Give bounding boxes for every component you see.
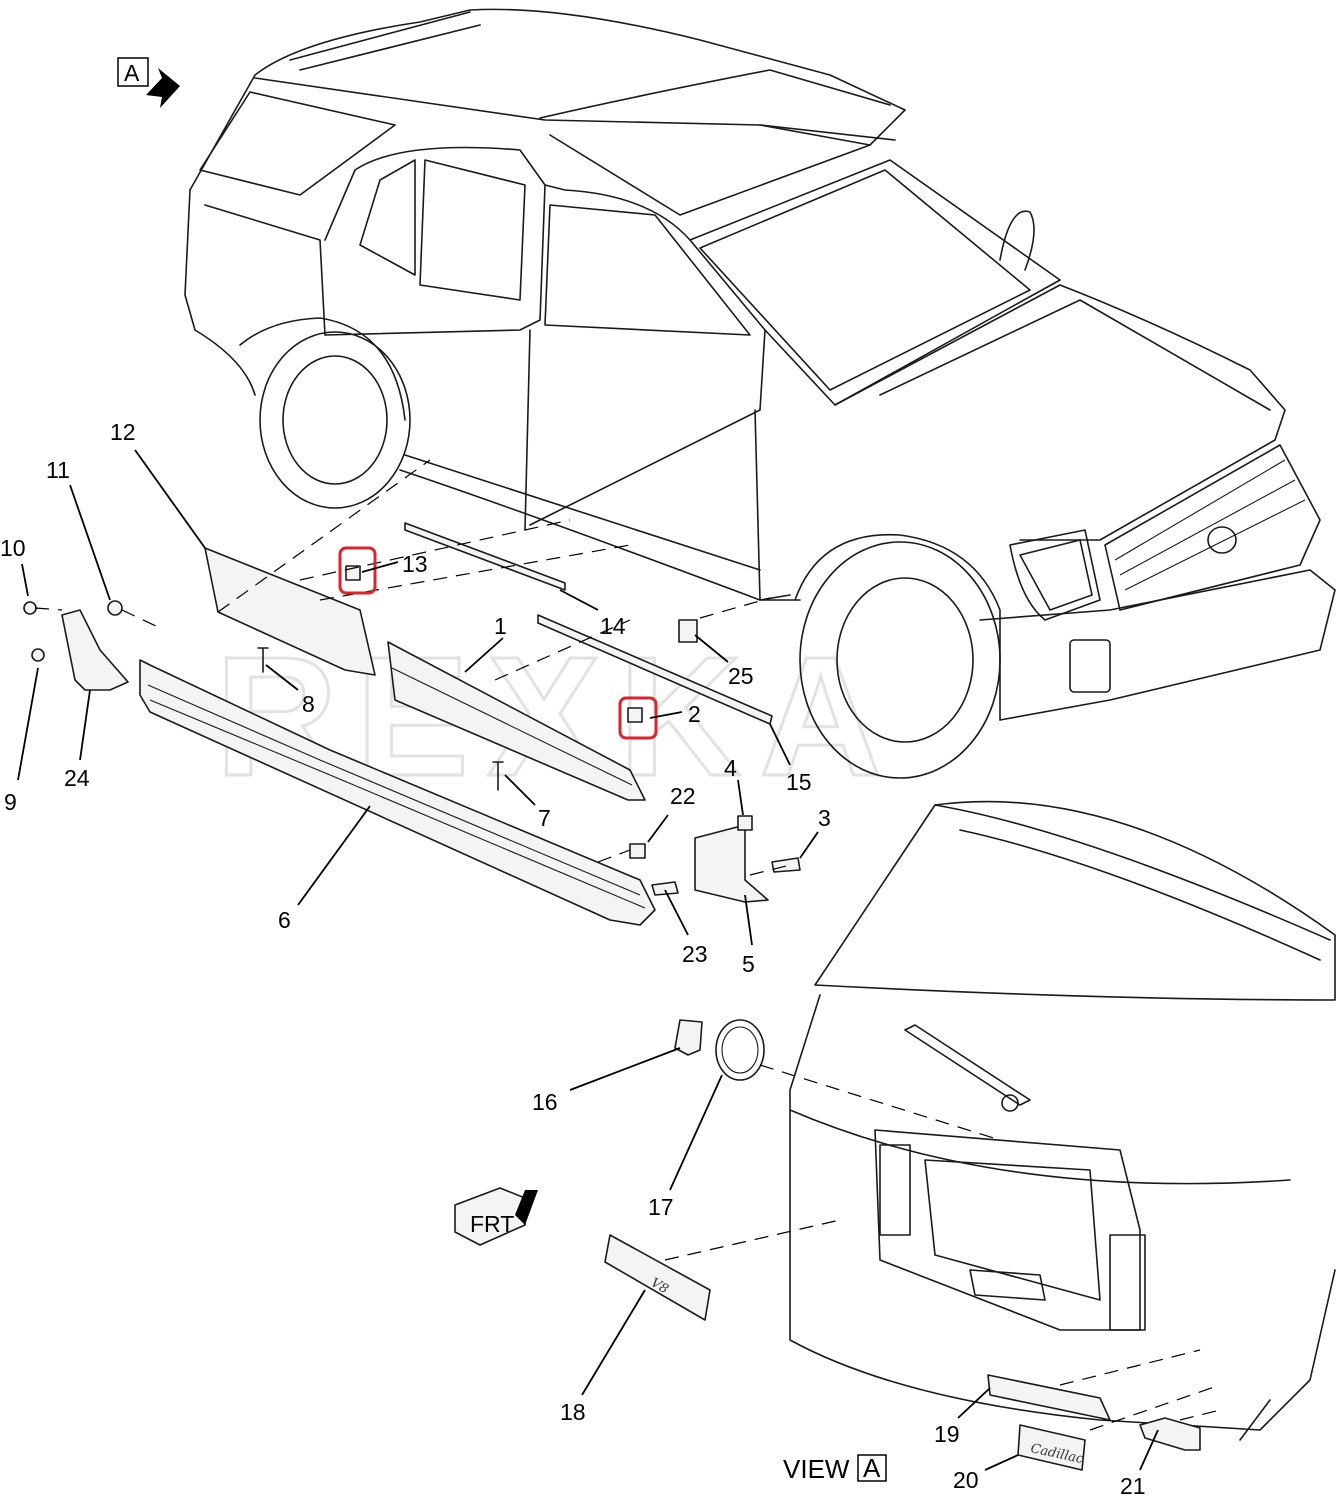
side-badge [678, 619, 698, 643]
callout-1: 1 [494, 613, 507, 639]
view-a-label: VIEW A [783, 1453, 887, 1484]
callout-20: 20 [953, 1467, 979, 1493]
callout-15: 15 [786, 769, 812, 795]
clip-4 [737, 815, 753, 831]
callout-10: 10 [0, 535, 26, 561]
clip-2 [627, 707, 643, 723]
alignment-lines-rear [664, 1064, 1221, 1431]
callout-3: 3 [818, 805, 831, 831]
callout-22: 22 [670, 783, 696, 809]
callout-19: 19 [934, 1421, 960, 1447]
clip-23 [651, 881, 679, 896]
front-indicator-label: FRT [470, 1211, 514, 1237]
clip-3 [771, 857, 801, 873]
handle-bracket [1139, 1417, 1201, 1451]
callout-5: 5 [742, 951, 755, 977]
wreath-emblem [715, 1019, 765, 1081]
highlight-part-2 [618, 696, 658, 740]
callout-7: 7 [538, 805, 551, 831]
bolt-10 [23, 601, 37, 615]
highlight-part-13 [338, 546, 377, 595]
leader-lines [17, 449, 1159, 1471]
callout-numbers: 1 2 3 4 5 6 7 8 9 10 11 12 13 14 15 16 1… [0, 419, 1146, 1499]
callout-12: 12 [110, 419, 136, 445]
callout-13: 13 [402, 551, 428, 577]
callout-18: 18 [560, 1399, 586, 1425]
callout-9: 9 [4, 789, 17, 815]
callout-16: 16 [532, 1089, 558, 1115]
alignment-lines-side [34, 459, 791, 876]
rear-door-molding [204, 547, 376, 676]
callout-6: 6 [278, 907, 291, 933]
vehicle-outline [184, 8, 1336, 779]
fastener-8 [257, 647, 269, 673]
callout-23: 23 [682, 941, 708, 967]
emblem-cover [674, 1019, 703, 1056]
rear-bracket [694, 824, 769, 903]
view-a-arrow: A [117, 57, 180, 108]
callout-11: 11 [46, 457, 70, 483]
rear-liftgate [789, 800, 1336, 1441]
callout-24: 24 [64, 765, 90, 791]
callout-2: 2 [688, 701, 701, 727]
bolt-9 [31, 648, 45, 662]
view-label-word: VIEW [783, 1454, 850, 1484]
nut-11 [107, 600, 123, 616]
callout-21: 21 [1120, 1473, 1146, 1499]
callout-8: 8 [302, 691, 315, 717]
view-label-letter: A [863, 1453, 881, 1483]
callout-14: 14 [600, 613, 626, 639]
clip-22 [629, 843, 646, 859]
callout-17: 17 [648, 1194, 674, 1220]
upper-molding-strip [404, 522, 566, 591]
callout-4: 4 [724, 755, 737, 781]
callout-25: 25 [728, 663, 754, 689]
front-bracket [61, 609, 129, 691]
v8-northstar-badge: V8 [604, 1234, 711, 1321]
fastener-7 [492, 761, 504, 791]
front-direction-indicator: FRT [454, 1187, 538, 1246]
cadillac-script-badge: Cadillac [1017, 1424, 1086, 1471]
view-arrow-letter: A [124, 60, 140, 86]
